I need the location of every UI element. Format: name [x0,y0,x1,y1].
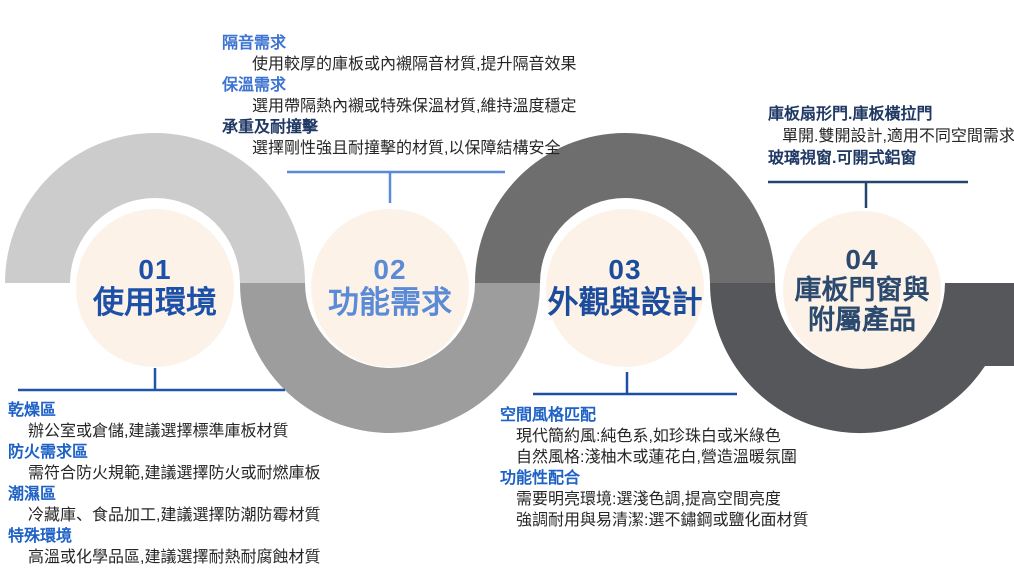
step-label-line2: 附屬產品 [808,305,916,335]
annotation-title: 特殊環境 [8,528,73,545]
annotation-title: 乾燥區 [8,402,57,419]
connector-step3 [533,372,737,396]
annotation-desc: 需符合防火規範,建議選擇防火或耐燃庫板 [28,465,321,482]
annotation-functional-needs: 隔音需求 使用較厚的庫板或內襯隔音材質,提升隔音效果 保溫需求 選用帶隔熱內襯或… [222,33,576,159]
wave-arc-3 [475,133,775,283]
annotation-desc: 選擇剛性強且耐撞擊的材質,以保障結構安全 [252,140,561,157]
wave-arc-1 [5,133,305,283]
step-label: 外觀與設計 [547,285,703,320]
annotation-desc: 選用帶隔熱內襯或特殊保溫材質,維持溫度穩定 [252,98,577,115]
annotation-title: 承重及耐撞擊 [222,119,319,136]
annotation-title: 防火需求區 [8,444,89,461]
step-label: 庫板門窗與 [794,275,930,305]
annotation-desc: 強調耐用與易清潔:選不鏽鋼或鹽化面材質 [516,512,809,529]
step-number: 03 [608,254,642,285]
step-circle-4: 04 庫板門窗與 附屬產品 [783,211,941,369]
connector-step1 [18,368,285,392]
annotation-title: 玻璃視窗.可開式鋁窗 [768,150,917,167]
connector-step4 [768,180,968,208]
annotation-desc: 單開.雙開設計,適用不同空間需求 [782,128,1014,145]
step-number: 02 [373,254,407,285]
annotation-title: 隔音需求 [222,35,287,52]
step-number: 01 [138,254,172,285]
annotation-desc: 冷藏庫、食品加工,建議選擇防潮防霉材質 [28,507,321,524]
step-label: 功能需求 [328,285,452,320]
annotation-title: 潮濕區 [8,486,57,503]
annotation-doors-windows: 庫板扇形門.庫板橫拉門 單開.雙開設計,適用不同空間需求 玻璃視窗.可開式鋁窗 [768,104,1014,170]
step-circle-3: 03 外觀與設計 [546,209,704,367]
connector-step2 [287,170,505,203]
annotation-desc: 現代簡約風:純色系,如珍珠白或米綠色 [516,428,781,445]
wave-arc-2 [240,283,540,433]
step-label: 使用環境 [93,285,217,320]
annotation-usage-environment: 乾燥區 辦公室或倉儲,建議選擇標準庫板材質 防火需求區 需符合防火規範,建議選擇… [8,400,320,568]
annotation-title: 保溫需求 [222,77,287,94]
annotation-desc: 需要明亮環境:選淺色調,提高空間亮度 [516,491,781,508]
annotation-title: 庫板扇形門.庫板橫拉門 [768,106,933,123]
annotation-desc: 自然風格:淺柚木或蓮花白,營造溫暖氛圍 [516,449,797,466]
annotation-title: 功能性配合 [500,470,581,487]
annotation-desc: 高溫或化學品區,建議選擇耐熱耐腐蝕材質 [28,549,321,566]
step-number: 04 [845,244,879,275]
annotation-desc: 辦公室或倉儲,建議選擇標準庫板材質 [28,423,289,440]
annotation-desc: 使用較厚的庫板或內襯隔音材質,提升隔音效果 [252,56,577,73]
step-circle-1: 01 使用環境 [76,209,234,367]
annotation-title: 空間風格匹配 [500,407,597,424]
wave-arc-4 [709,283,1014,434]
annotation-appearance-design: 空間風格匹配 現代簡約風:純色系,如珍珠白或米綠色 自然風格:淺柚木或蓮花白,營… [500,405,808,531]
step-circle-2: 02 功能需求 [311,209,469,367]
